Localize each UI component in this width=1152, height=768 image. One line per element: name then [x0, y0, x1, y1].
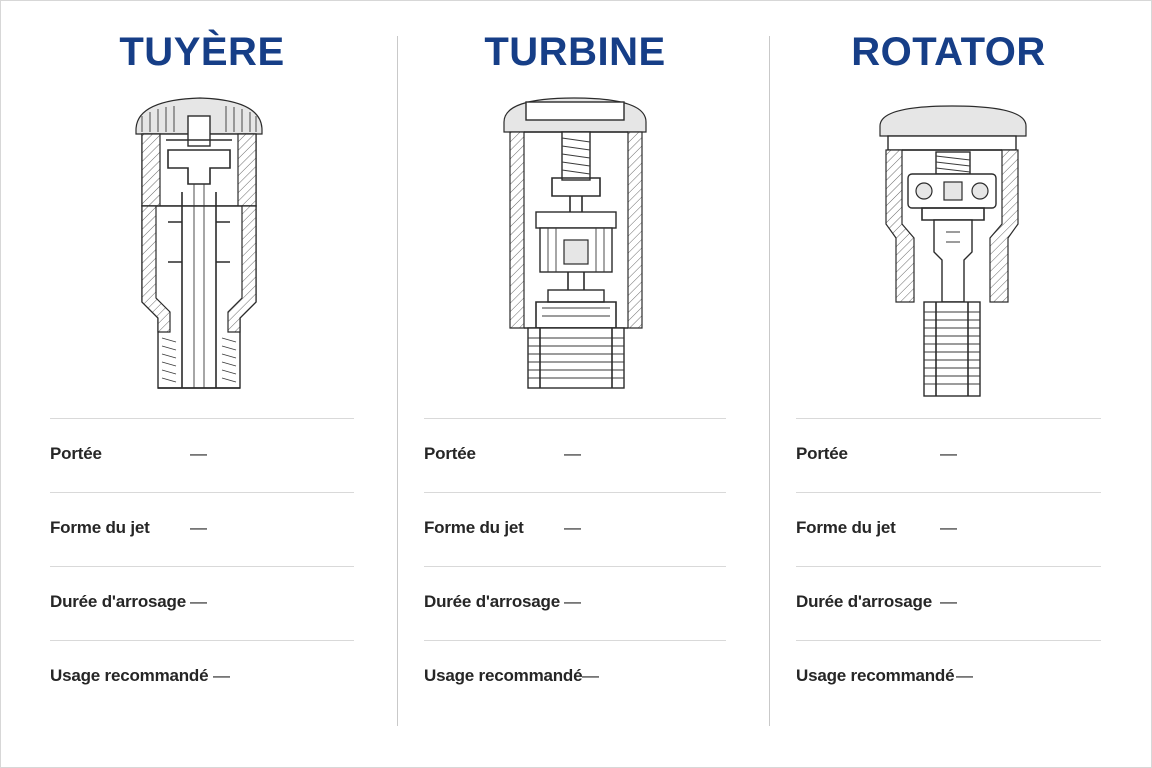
row-label: Durée d'arrosage	[424, 592, 560, 611]
row-label: Usage recommandé	[50, 666, 209, 685]
column-separator-2	[769, 36, 770, 726]
spec-row-recommended-use: Usage recommandé —	[50, 640, 354, 685]
row-label: Forme du jet	[796, 518, 896, 537]
gear-driven-rotor-cross-section-icon	[503, 97, 647, 389]
row-value: —	[940, 592, 957, 611]
row-value: —	[213, 666, 230, 685]
row-value: —	[564, 444, 581, 463]
row-value: —	[564, 518, 581, 537]
column-separator-1	[397, 36, 398, 726]
spec-row-recommended-use: Usage recommandé —	[796, 640, 1101, 685]
spec-row-watering-duration: Durée d'arrosage —	[424, 566, 726, 641]
spec-row-range: Portée —	[424, 418, 726, 493]
row-label: Usage recommandé	[796, 666, 955, 685]
row-value: —	[940, 518, 957, 537]
row-label: Durée d'arrosage	[50, 592, 186, 611]
row-value: —	[190, 444, 207, 463]
spec-row-range: Portée —	[50, 418, 354, 493]
row-value: —	[190, 592, 207, 611]
column-tuyere: TUYÈRE Portée — Forme du jet — Durée d'a…	[50, 0, 354, 768]
spec-row-range: Portée —	[796, 418, 1101, 493]
spec-row-jet-shape: Forme du jet —	[50, 492, 354, 567]
row-label: Portée	[424, 444, 476, 463]
column-turbine: TURBINE Portée — Forme du jet — Du	[424, 0, 726, 768]
row-value: —	[190, 518, 207, 537]
column-title: TURBINE	[484, 30, 666, 74]
rotator-nozzle-cross-section-icon	[879, 105, 1027, 397]
spray-nozzle-cross-section-icon	[135, 97, 263, 389]
spec-row-recommended-use: Usage recommandé —	[424, 640, 726, 685]
column-rotator: ROTATOR Portée — Forme du jet — Durée d'…	[796, 0, 1101, 768]
row-value: —	[956, 666, 973, 685]
row-label: Portée	[796, 444, 848, 463]
row-label: Portée	[50, 444, 102, 463]
column-title: TUYÈRE	[119, 30, 285, 74]
row-value: —	[564, 592, 581, 611]
spec-row-jet-shape: Forme du jet —	[424, 492, 726, 567]
row-label: Durée d'arrosage	[796, 592, 932, 611]
row-value: —	[940, 444, 957, 463]
row-label: Forme du jet	[424, 518, 524, 537]
spec-row-jet-shape: Forme du jet —	[796, 492, 1101, 567]
spec-row-watering-duration: Durée d'arrosage —	[796, 566, 1101, 641]
row-label: Usage recommandé	[424, 666, 583, 685]
column-title: ROTATOR	[851, 30, 1046, 74]
row-value: —	[582, 666, 599, 685]
spec-row-watering-duration: Durée d'arrosage —	[50, 566, 354, 641]
row-label: Forme du jet	[50, 518, 150, 537]
